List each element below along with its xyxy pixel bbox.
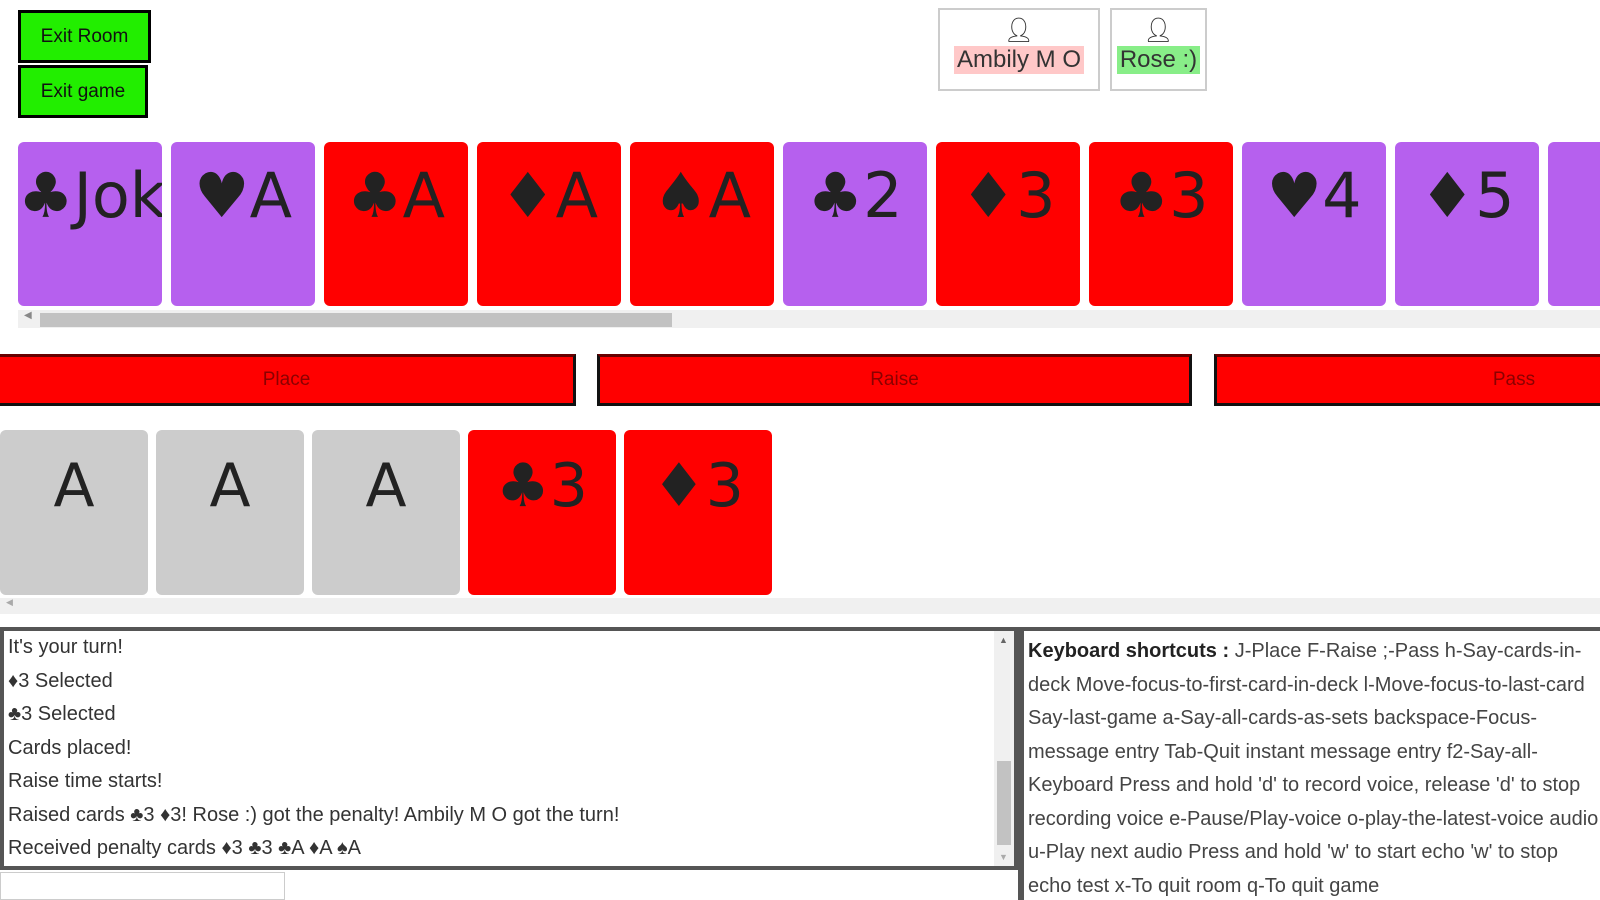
hand-card[interactable]: ♣Joker [18,142,162,306]
deck-scroll-thumb[interactable] [40,313,672,327]
hand-card[interactable]: ♠A [630,142,774,306]
scroll-left-arrow-icon[interactable]: ◀ [24,310,32,321]
user-icon: 👤︎ [1143,16,1174,44]
shortcuts-text: J-Place F-Raise ;-Pass h-Say-cards-in-de… [1028,640,1599,897]
hand-card[interactable] [1548,142,1600,306]
log-scrollbar[interactable]: ▲ ▼ [994,631,1014,866]
player-name: Ambily M O [953,46,1084,74]
hand-card[interactable]: ♦3 [936,142,1080,306]
placed-scrollbar[interactable]: ◀ [0,598,1600,614]
deck-scrollbar[interactable]: ◀ [18,310,1600,328]
pass-label: Pass [1492,369,1536,390]
log-entry: ♦3 Selected [8,669,113,692]
log-entry: It's your turn! [8,636,123,658]
log-entry: Received penalty cards ♦3 ♣3 ♣A ♦A ♠A [8,837,362,859]
hand-card[interactable]: ♥A [171,142,315,306]
scroll-down-arrow-icon[interactable]: ▼ [999,852,1008,862]
log-entry: Cards placed! [8,736,132,759]
player-ambily: 👤︎ Ambily M O [938,8,1100,91]
log-entry: ♣3 Selected [8,703,116,725]
log-scroll-thumb[interactable] [997,761,1011,845]
log-entry: Raised cards ♣3 ♦3! Rose :) got the pena… [8,803,620,826]
scroll-left-arrow-icon[interactable]: ◀ [6,598,13,608]
message-input[interactable] [0,872,285,900]
placed-card: A [312,430,460,595]
placed-card: A [156,430,304,595]
hand-card[interactable]: ♣A [324,142,468,306]
exit-game-button[interactable]: Exit game [18,65,148,118]
scroll-up-arrow-icon[interactable]: ▲ [999,635,1008,645]
keyboard-shortcuts-panel: Keyboard shortcuts : J-Place F-Raise ;-P… [1018,627,1600,900]
hand-card[interactable]: ♥4 [1242,142,1386,306]
placed-card: ♦3 [624,430,772,595]
log-entry: Raise time starts! [8,770,163,792]
hand-card[interactable]: ♣2 [783,142,927,306]
raise-button[interactable]: Raise [597,354,1192,406]
player-name: Rose :) [1116,46,1201,74]
player-rose: 👤︎ Rose :) [1110,8,1207,91]
user-icon: 👤︎ [1003,16,1035,44]
hand-card[interactable]: ♦A [477,142,621,306]
place-button[interactable]: Place [0,354,576,406]
card-deck: ♣Joker♥A♣A♦A♠A♣2♦3♣3♥4♦5 [18,142,1600,308]
pass-button[interactable]: Pass [1214,354,1600,406]
placed-card: ♣3 [468,430,616,595]
exit-room-button[interactable]: Exit Room [18,10,151,63]
placed-card: A [0,430,148,595]
shortcuts-title: Keyboard shortcuts : [1028,640,1230,662]
hand-card[interactable]: ♦5 [1395,142,1539,306]
hand-card[interactable]: ♣3 [1089,142,1233,306]
